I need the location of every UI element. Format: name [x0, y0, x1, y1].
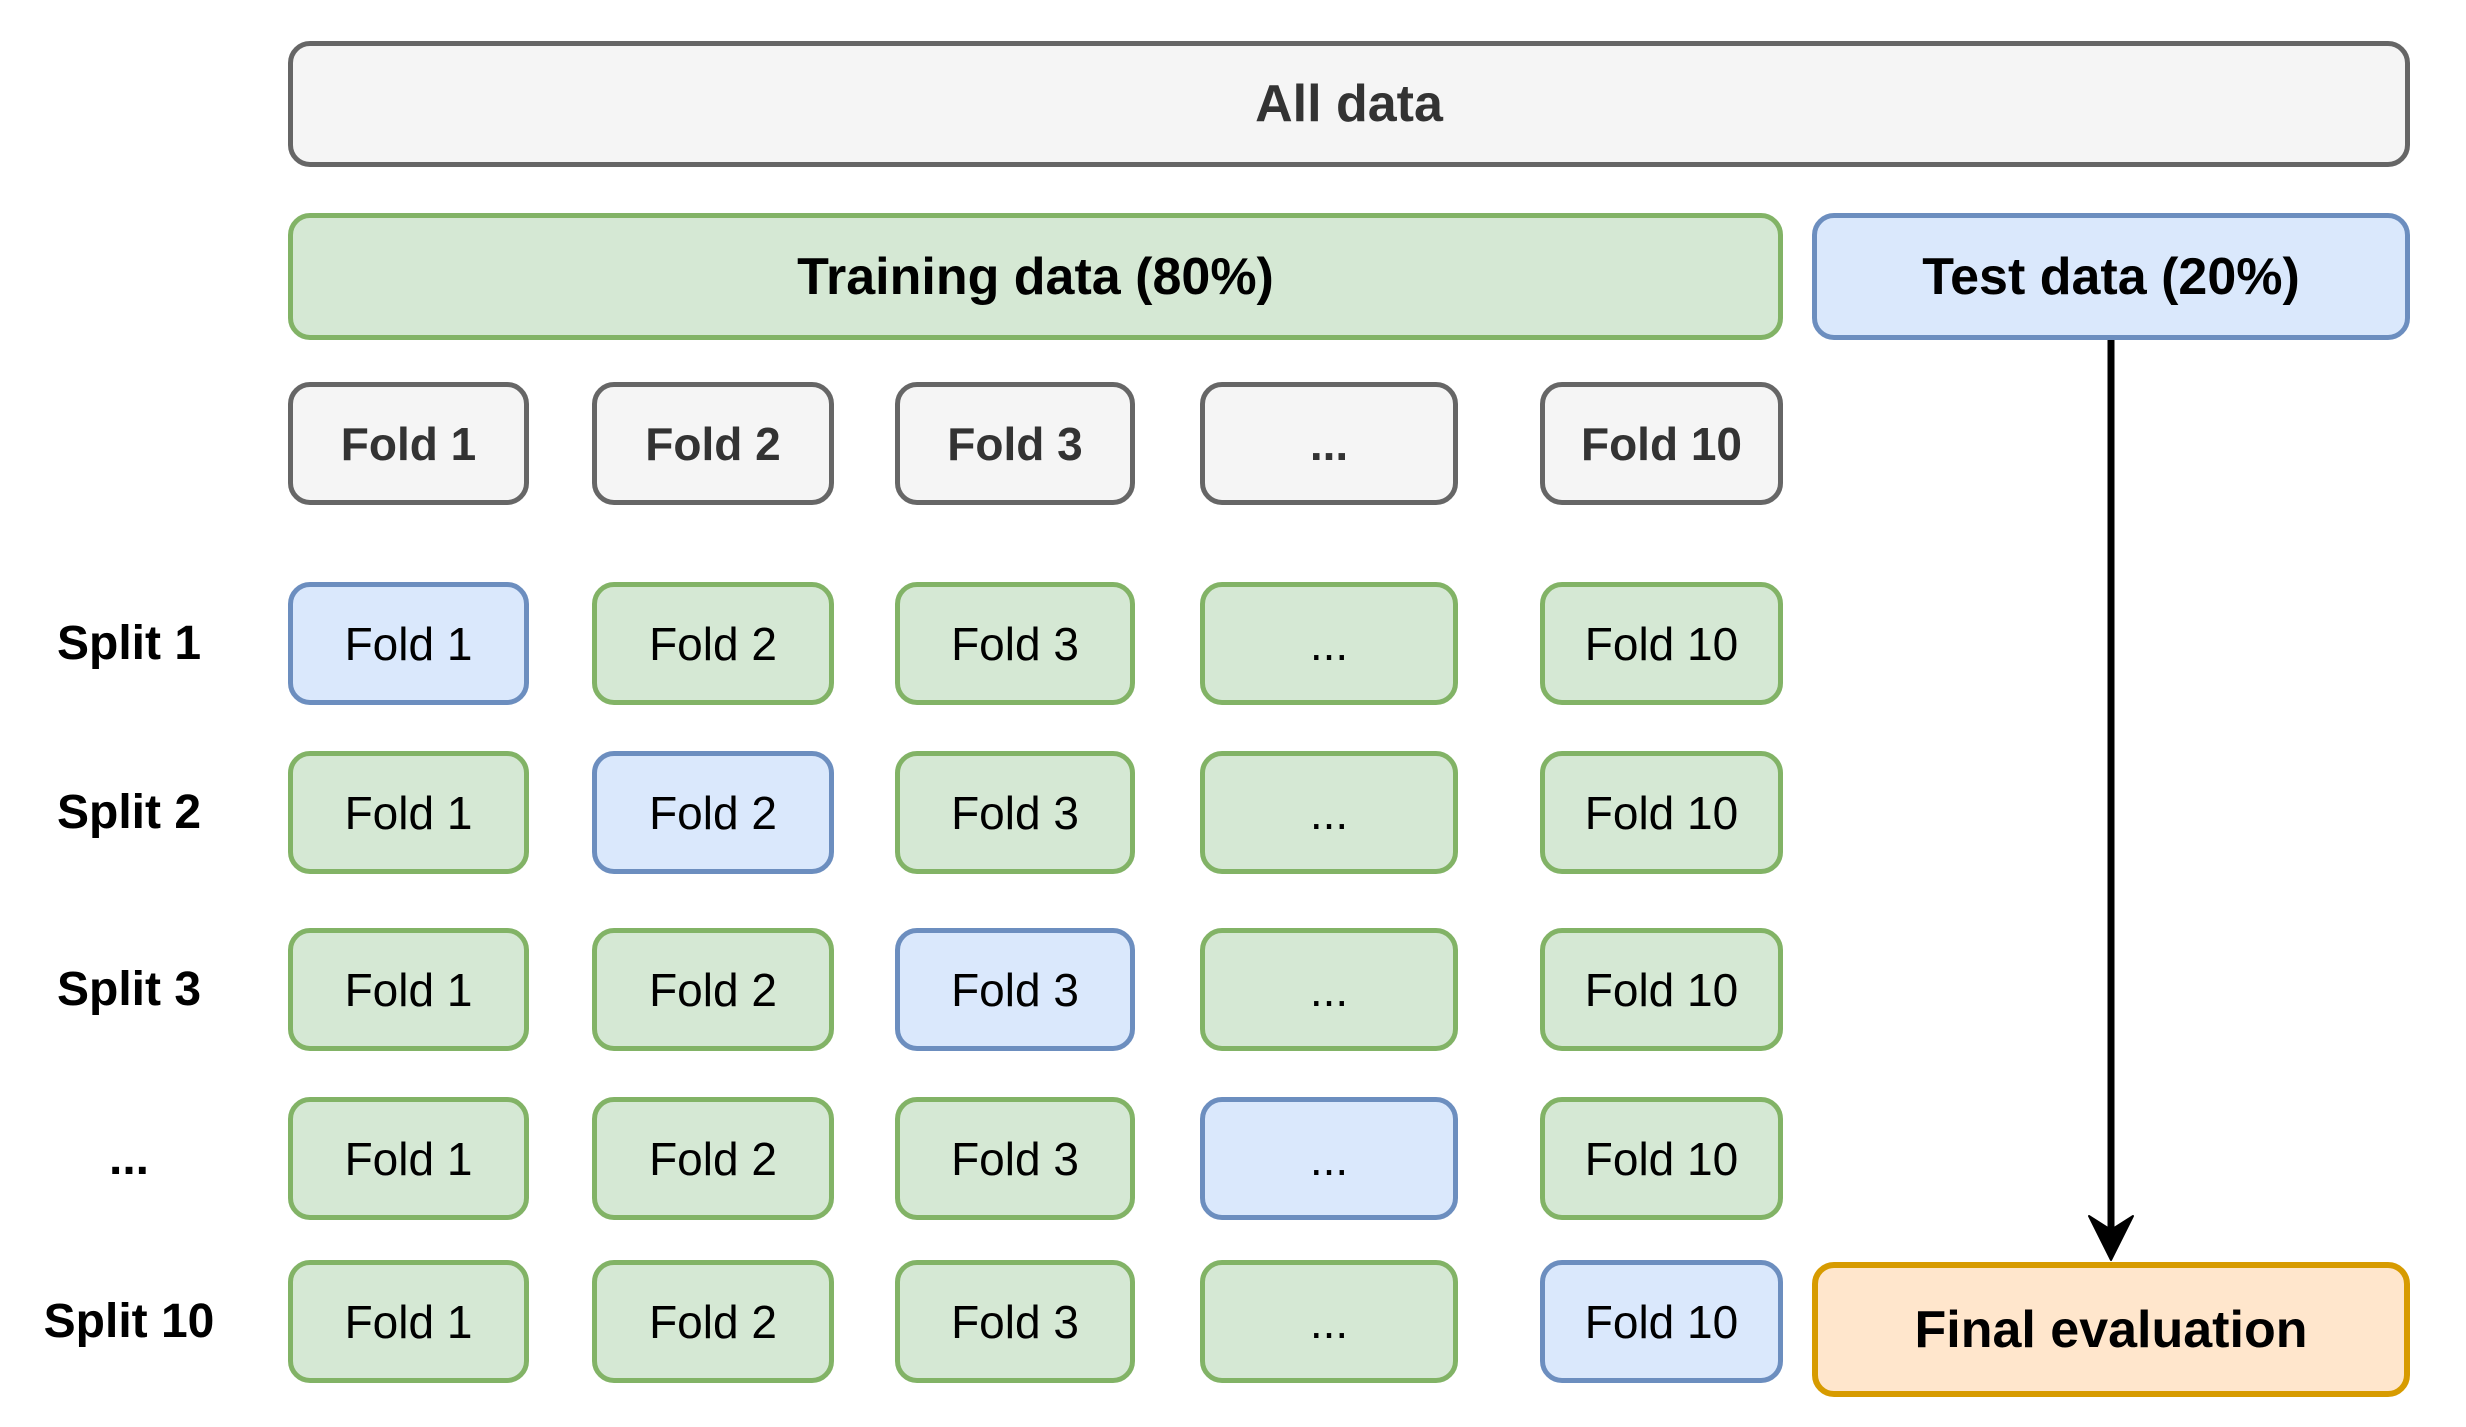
fold-header-cell: ... [1200, 382, 1458, 505]
split-row: Split 1 Fold 1 Fold 2 Fold 3 ... Fold 10 [0, 582, 2466, 705]
fold-header-cell: Fold 1 [288, 382, 529, 505]
fold-header-cell: Fold 3 [895, 382, 1135, 505]
split-row: Split 10 Fold 1 Fold 2 Fold 3 ... Fold 1… [0, 1260, 2466, 1383]
test-fold-cell: Fold 2 [592, 751, 834, 874]
fold-cell: Fold 10 [1540, 1097, 1783, 1220]
fold-cell: Fold 2 [592, 1097, 834, 1220]
fold-cell: Fold 2 [592, 582, 834, 705]
all-data-box: All data [288, 41, 2410, 167]
fold-cell: Fold 3 [895, 751, 1135, 874]
test-fold-cell: Fold 10 [1540, 1260, 1783, 1383]
fold-cell: Fold 3 [895, 1260, 1135, 1383]
fold-cell: ... [1200, 928, 1458, 1051]
fold-cell: Fold 1 [288, 751, 529, 874]
split-row: Split 3 Fold 1 Fold 2 Fold 3 ... Fold 10 [0, 928, 2466, 1051]
arrow-down-icon [2088, 340, 2134, 1261]
split-label: Split 2 [56, 786, 202, 839]
split-label: Split 10 [43, 1295, 215, 1348]
fold-cell: Fold 1 [288, 928, 529, 1051]
fold-header-cell: Fold 2 [592, 382, 834, 505]
fold-cell: ... [1200, 751, 1458, 874]
fold-cell: Fold 1 [288, 1260, 529, 1383]
split-label: Split 3 [56, 963, 202, 1016]
fold-header-row: Fold 1 Fold 2 Fold 3 ... Fold 10 [0, 382, 2466, 505]
test-data-box: Test data (20%) [1812, 213, 2410, 340]
split-row: ... Fold 1 Fold 2 Fold 3 ... Fold 10 [0, 1097, 2466, 1220]
training-data-box: Training data (80%) [288, 213, 1783, 340]
fold-cell: Fold 3 [895, 1097, 1135, 1220]
fold-cell: ... [1200, 1260, 1458, 1383]
fold-cell: Fold 10 [1540, 928, 1783, 1051]
fold-cell: ... [1200, 582, 1458, 705]
fold-cell: Fold 2 [592, 928, 834, 1051]
test-fold-cell: ... [1200, 1097, 1458, 1220]
test-fold-cell: Fold 3 [895, 928, 1135, 1051]
split-label: Split 1 [56, 617, 202, 670]
fold-cell: Fold 10 [1540, 751, 1783, 874]
split-row: Split 2 Fold 1 Fold 2 Fold 3 ... Fold 10 [0, 751, 2466, 874]
fold-cell: Fold 2 [592, 1260, 834, 1383]
split-label: ... [108, 1132, 149, 1185]
test-fold-cell: Fold 1 [288, 582, 529, 705]
final-evaluation-box: Final evaluation [1812, 1262, 2410, 1397]
fold-cell: Fold 10 [1540, 582, 1783, 705]
fold-cell: Fold 1 [288, 1097, 529, 1220]
fold-header-cell: Fold 10 [1540, 382, 1783, 505]
fold-cell: Fold 3 [895, 582, 1135, 705]
